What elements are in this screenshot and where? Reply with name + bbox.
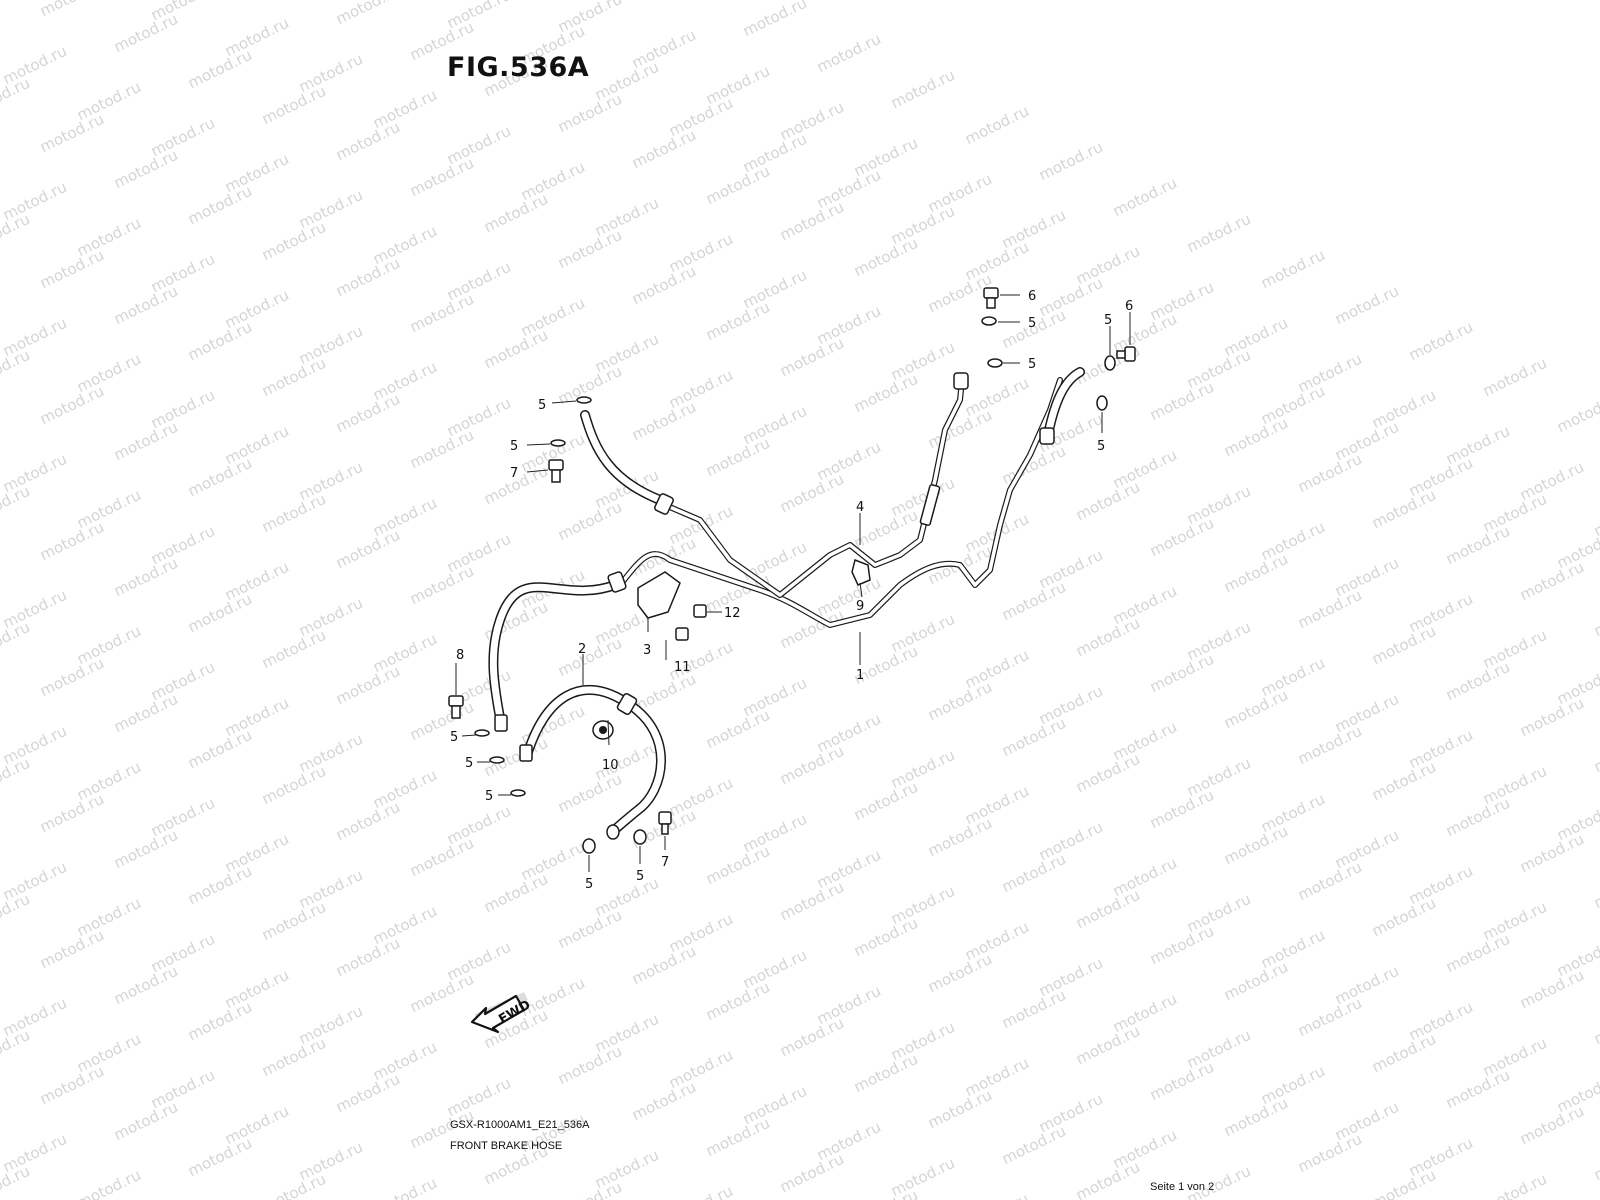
bolts — [448, 287, 1136, 835]
hose-fittings — [494, 372, 1055, 762]
leader-lines — [455, 294, 1131, 872]
callout-12: 12 — [724, 606, 741, 621]
fwd-arrow-icon: FWD — [470, 992, 533, 1034]
callout-1: 1 — [856, 668, 864, 683]
callout-5: 5 — [1097, 439, 1105, 454]
callout-6: 6 — [1125, 299, 1133, 314]
callout-5: 5 — [485, 789, 493, 804]
hose-2 — [523, 684, 666, 837]
hose-1 — [617, 377, 1063, 628]
washers — [474, 316, 1116, 854]
callout-labels: 5 5 7 6 5 5 5 6 5 4 9 1 2 3 11 12 8 5 5 … — [450, 289, 1133, 892]
callout-5: 5 — [510, 439, 518, 454]
hose-4 — [662, 377, 965, 598]
callout-2: 2 — [578, 642, 586, 657]
part-name: FRONT BRAKE HOSE — [450, 1140, 563, 1152]
clamp-10 — [592, 720, 614, 740]
hose-upper-right — [1043, 367, 1085, 440]
callout-5: 5 — [1028, 357, 1036, 372]
callout-5: 5 — [465, 756, 473, 771]
hose-upper-left — [580, 410, 665, 505]
callout-9: 9 — [856, 599, 864, 614]
callout-5: 5 — [1104, 313, 1112, 328]
bracket-3 — [637, 571, 681, 619]
callout-3: 3 — [643, 643, 651, 658]
callout-7: 7 — [510, 466, 518, 481]
callout-5: 5 — [636, 869, 644, 884]
figure-title: FIG.536A — [447, 52, 590, 83]
clamp-9 — [851, 558, 871, 586]
callout-5: 5 — [1028, 316, 1036, 331]
callout-5: 5 — [538, 398, 546, 413]
callout-10: 10 — [602, 758, 619, 773]
callout-5: 5 — [450, 730, 458, 745]
callout-5: 5 — [585, 877, 593, 892]
callout-6: 6 — [1028, 289, 1036, 304]
callout-4: 4 — [856, 500, 864, 515]
hose-lower-left — [488, 580, 620, 723]
callout-11: 11 — [674, 660, 691, 675]
page-number: Seite 1 von 2 — [1150, 1181, 1215, 1193]
callout-8: 8 — [456, 648, 464, 663]
callout-7: 7 — [661, 855, 669, 870]
model-code: GSX-R1000AM1_E21_536A — [450, 1119, 590, 1131]
